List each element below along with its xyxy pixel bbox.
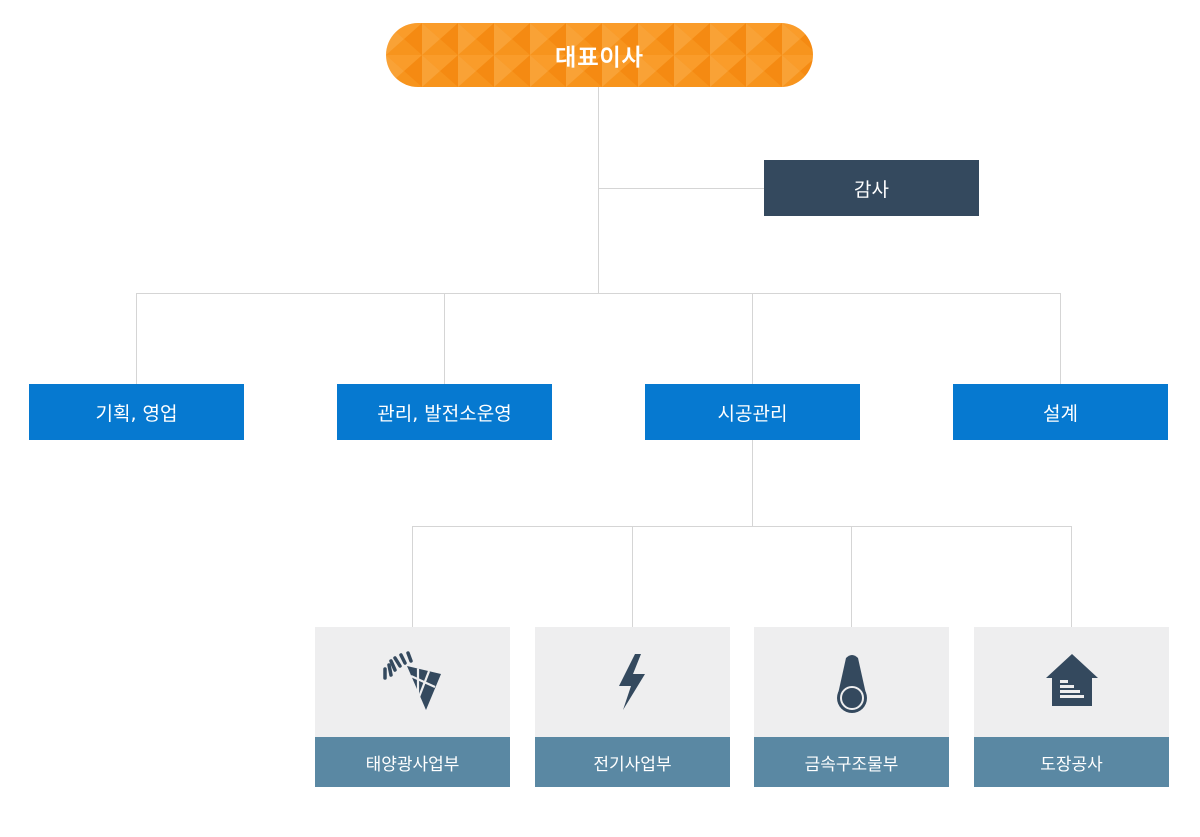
division-icon-area (754, 627, 949, 737)
division-label-bar: 태양광사업부 (315, 737, 510, 787)
connector-dept-drop-3 (752, 293, 753, 384)
connector-ceo-trunk (598, 87, 599, 294)
dept-label: 기획, 영업 (95, 402, 178, 425)
division-label: 태양광사업부 (365, 754, 460, 775)
metal-pipe-icon (836, 655, 867, 713)
division-card-painting: 도장공사 (974, 627, 1169, 787)
connector-audit-branch (598, 188, 764, 189)
division-card-electric: 전기사업부 (535, 627, 730, 787)
division-card-metal: 금속구조물부 (754, 627, 949, 787)
dept-label: 설계 (1043, 402, 1078, 425)
connector-construction-trunk (752, 440, 753, 527)
division-label-bar: 전기사업부 (535, 737, 730, 787)
division-card-solar: 태양광사업부 (315, 627, 510, 787)
dept-label: 시공관리 (717, 402, 788, 425)
division-icon-area (315, 627, 510, 737)
connector-dept-drop-2 (444, 293, 445, 384)
dept-design: 설계 (953, 384, 1168, 440)
division-label-bar: 도장공사 (974, 737, 1169, 787)
division-label-bar: 금속구조물부 (754, 737, 949, 787)
audit-node: 감사 (764, 160, 979, 216)
house-paint-icon (1045, 654, 1098, 706)
solar-panel-icon (382, 651, 441, 710)
connector-dept-drop-4 (1060, 293, 1061, 384)
connector-division-bus (412, 526, 1072, 527)
connector-dept-drop-1 (136, 293, 137, 384)
connector-division-drop-2 (632, 526, 633, 627)
dept-planning-sales: 기획, 영업 (29, 384, 244, 440)
dept-management-operation: 관리, 발전소운영 (337, 384, 552, 440)
dept-construction: 시공관리 (645, 384, 860, 440)
dept-label: 관리, 발전소운영 (377, 402, 512, 425)
connector-division-drop-4 (1071, 526, 1072, 627)
ceo-node: 대표이사 (386, 23, 813, 87)
connector-dept-bus (136, 293, 1061, 294)
triangle-pattern-background (386, 23, 813, 87)
division-label: 전기사업부 (593, 754, 672, 775)
connector-division-drop-3 (851, 526, 852, 627)
connector-division-drop-1 (412, 526, 413, 627)
lightning-bolt-icon (618, 654, 645, 710)
division-icon-area (535, 627, 730, 737)
audit-label: 감사 (854, 178, 889, 201)
division-label: 도장공사 (1040, 754, 1103, 775)
division-icon-area (974, 627, 1169, 737)
ceo-label: 대표이사 (555, 45, 644, 71)
division-label: 금속구조물부 (804, 754, 899, 775)
